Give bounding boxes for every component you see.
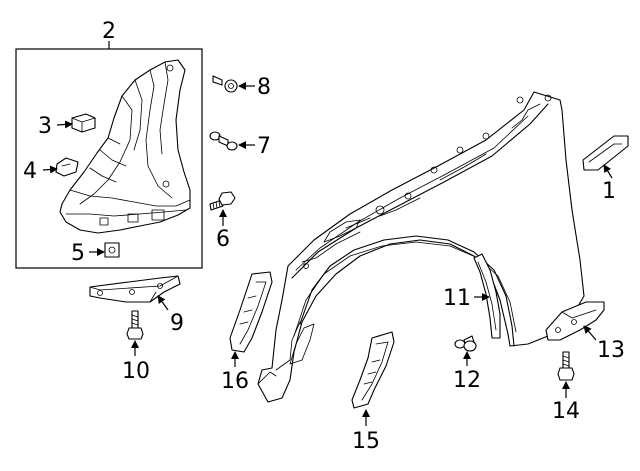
callout-1: 1	[602, 179, 616, 204]
callout-2: 2	[102, 19, 116, 44]
part-10-bolt	[126, 310, 144, 340]
callout-11: 11	[443, 286, 471, 311]
callout-15: 15	[352, 429, 380, 454]
part-9-bracket	[89, 275, 181, 303]
part-1-trim	[582, 135, 629, 171]
part-4-clip	[55, 157, 79, 177]
part-6-bolt	[209, 191, 236, 211]
part-15-seal	[351, 331, 395, 409]
callout-14: 14	[552, 399, 580, 424]
callout-labels: 1 2 3 4 5 6 7 8 9 10 11 12 13 14 15 16	[23, 19, 625, 454]
callout-13: 13	[597, 338, 625, 363]
callout-10: 10	[122, 359, 150, 384]
callout-9: 9	[170, 311, 184, 336]
part-16-seal	[229, 271, 273, 353]
part-14-bolt	[557, 351, 575, 381]
callout-7: 7	[257, 134, 271, 159]
part-13-bracket	[545, 301, 605, 341]
part-8-screw	[212, 75, 238, 93]
callout-12: 12	[453, 368, 481, 393]
part-5-nut	[104, 242, 120, 258]
callout-3: 3	[38, 114, 52, 139]
part-7-clip	[209, 131, 238, 151]
callout-16: 16	[221, 369, 249, 394]
callout-5: 5	[71, 241, 85, 266]
callout-8: 8	[257, 75, 271, 100]
fender-panel	[257, 91, 585, 403]
callout-4: 4	[23, 159, 37, 184]
part-12-clip	[454, 335, 477, 352]
part-2-fender-liner-front	[59, 59, 191, 234]
callout-6: 6	[216, 227, 230, 252]
leader-lines	[42, 82, 613, 426]
part-3-clip	[71, 113, 96, 133]
